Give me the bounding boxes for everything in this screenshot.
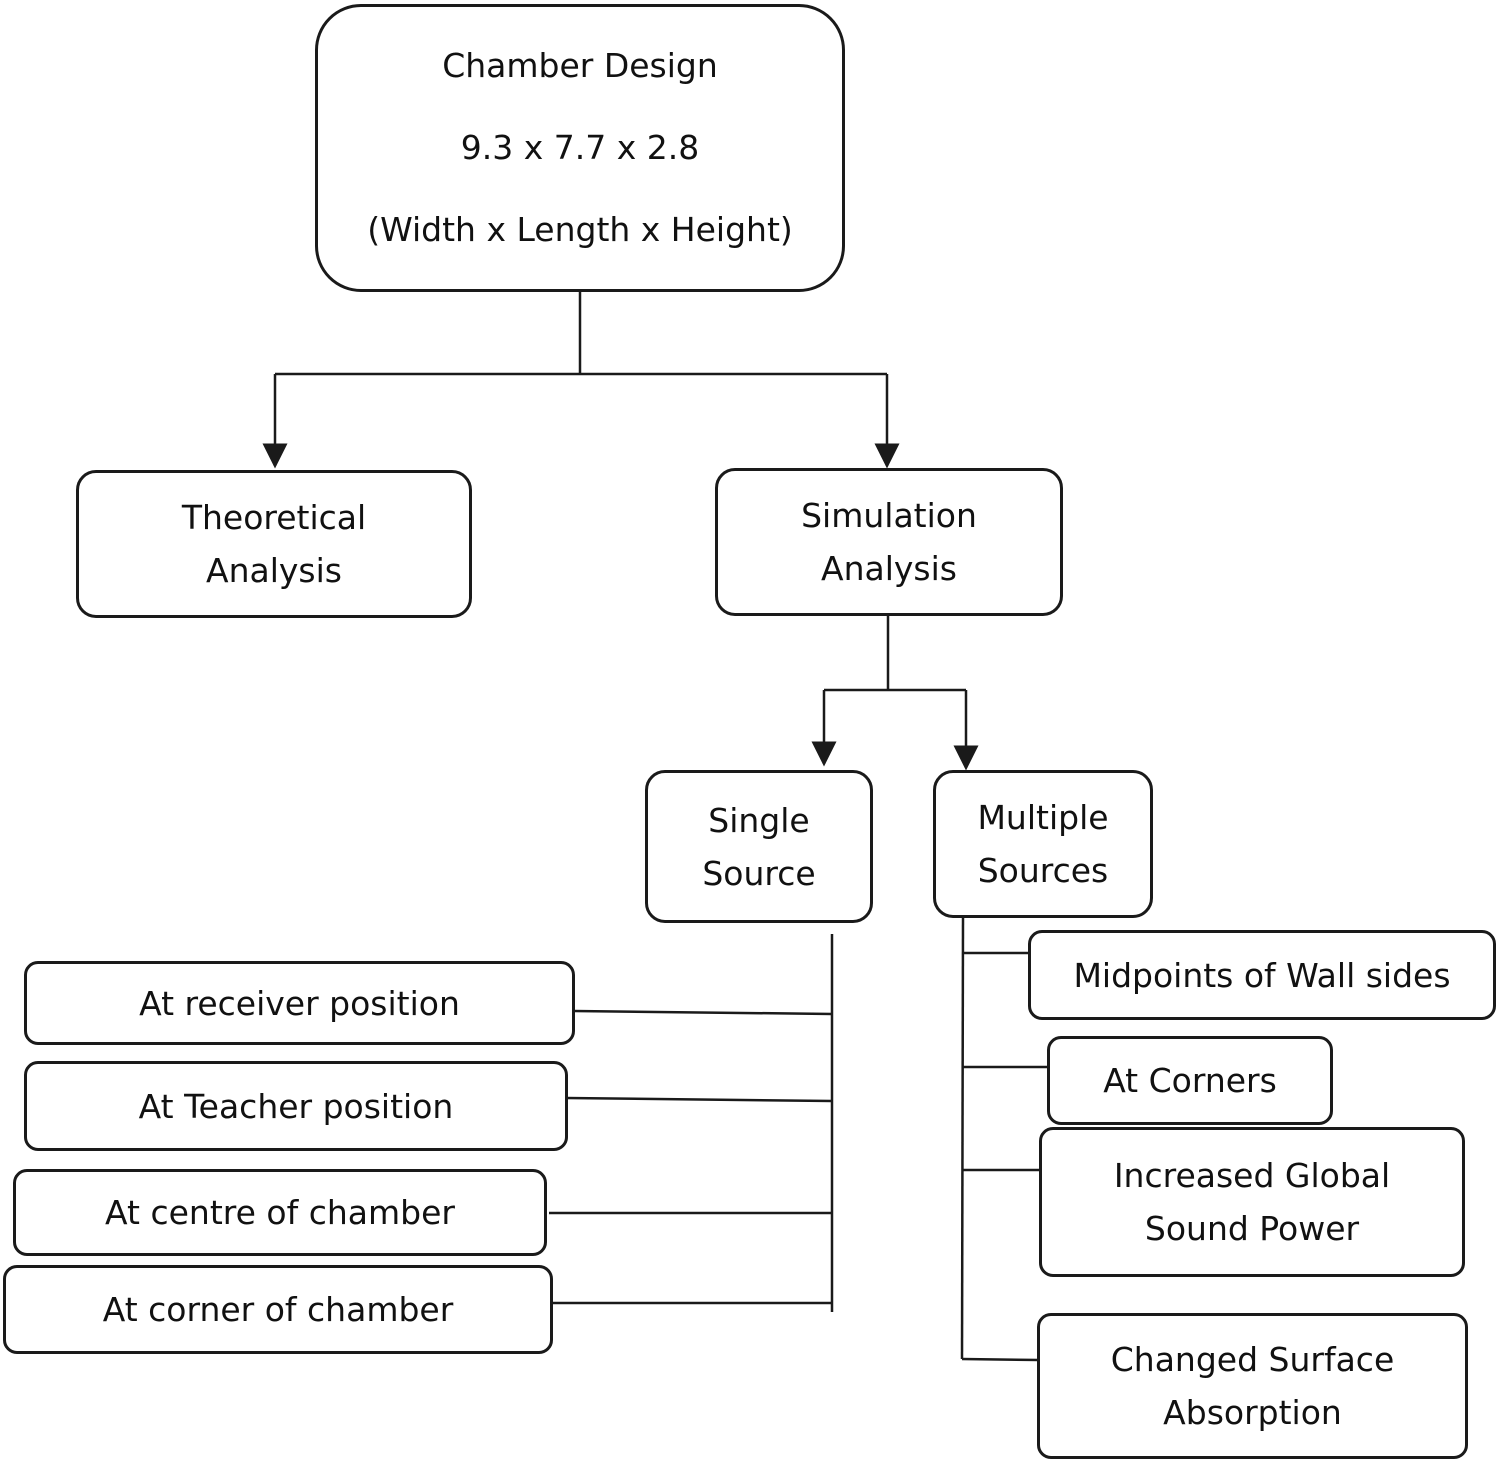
connector-multiple-spine [960,917,965,1360]
single-source-node: Single Source [645,770,873,923]
connector-single-case-2 [565,1096,833,1103]
multiple-case-changed-surface-absorption: Changed Surface Absorption [1037,1313,1468,1459]
single-case-centre-of-chamber: At centre of chamber [13,1169,547,1256]
multiple-case-midpoints-of-wall-sides: Midpoints of Wall sides [1028,930,1496,1020]
chamber-design-title: Chamber Design [442,46,718,85]
multiple-sources-line-2: Sources [977,851,1109,890]
connector-single-case-1 [573,1009,833,1016]
multiple-case-changed-surface-absorption-line-2: Absorption [1163,1393,1342,1432]
multiple-case-changed-surface-absorption-line-1: Changed Surface [1110,1340,1395,1379]
multiple-case-at-corners-label: At Corners [1103,1061,1277,1100]
single-case-corner-of-chamber: At corner of chamber [3,1265,553,1354]
single-case-teacher-position: At Teacher position [24,1061,568,1151]
theoretical-analysis-node: Theoretical Analysis [76,470,472,618]
single-case-corner-of-chamber-label: At corner of chamber [102,1290,454,1329]
chamber-dimensions-legend: (Width x Length x Height) [367,210,793,249]
single-case-receiver-position: At receiver position [24,961,575,1045]
simulation-analysis-node: Simulation Analysis [715,468,1063,616]
single-case-centre-of-chamber-label: At centre of chamber [105,1193,455,1232]
chamber-design-node: Chamber Design 9.3 x 7.7 x 2.8 (Width x … [315,4,845,292]
single-source-line-1: Single [708,800,810,840]
theoretical-analysis-line-1: Theoretical [181,498,367,537]
multiple-case-at-corners: At Corners [1047,1036,1333,1125]
chamber-dimensions: 9.3 x 7.7 x 2.8 [460,128,700,167]
theoretical-analysis-line-2: Analysis [206,551,342,590]
multiple-sources-line-1: Multiple [977,798,1109,837]
single-case-teacher-position-label: At Teacher position [138,1086,454,1126]
single-source-line-2: Source [702,853,816,893]
multiple-case-midpoints-of-wall-sides-label: Midpoints of Wall sides [1073,955,1451,995]
simulation-analysis-line-1: Simulation [801,496,977,535]
simulation-analysis-line-2: Analysis [821,549,957,588]
multiple-case-increased-global-sound-power-line-2: Sound Power [1144,1209,1360,1248]
multiple-sources-node: Multiple Sources [933,770,1153,918]
multiple-case-increased-global-sound-power-line-1: Increased Global [1113,1156,1391,1195]
connector-multiple-case-4 [961,1357,1040,1362]
multiple-case-increased-global-sound-power: Increased Global Sound Power [1039,1127,1465,1277]
single-case-receiver-position-label: At receiver position [139,983,460,1023]
